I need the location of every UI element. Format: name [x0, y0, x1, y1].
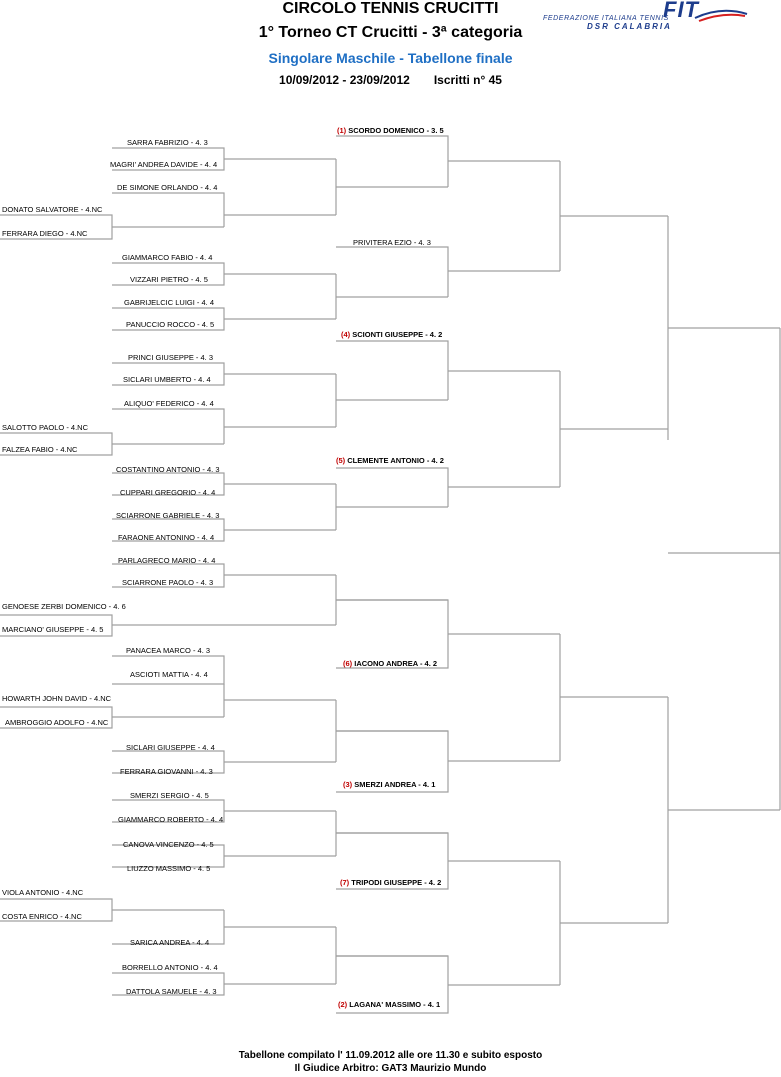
player-label: SCIARRONE PAOLO - 4. 3 [122, 578, 214, 587]
player-label: GABRIJELCIC LUIGI - 4. 4 [124, 298, 215, 307]
footer-compiled: Tabellone compilato l' 11.09.2012 alle o… [238, 1050, 543, 1061]
seed-label-5: (5) CLEMENTE ANTONIO - 4. 2 [336, 456, 444, 465]
player-label: BORRELLO ANTONIO - 4. 4 [122, 963, 218, 972]
player-label: GIAMMARCO FABIO - 4. 4 [122, 253, 213, 262]
tournament-dates: 10/09/2012 - 23/09/2012 [279, 73, 410, 87]
player-label: CUPPARI GREGORIO - 4. 4 [120, 488, 216, 497]
player-label: SARRA FABRIZIO - 4. 3 [127, 138, 208, 147]
player-label: SARICA ANDREA - 4. 4 [130, 938, 210, 947]
seed-label-2: (2) LAGANA' MASSIMO - 4. 1 [338, 1000, 441, 1009]
dates-line: 10/09/2012 - 23/09/2012 Iscritti n° 45 [0, 73, 781, 87]
club-title: CIRCOLO TENNIS CRUCITTI [282, 0, 499, 17]
tournament-title: 1° Torneo CT Crucitti - 3ª categoria [258, 24, 523, 41]
player-label: FARAONE ANTONINO - 4. 4 [118, 533, 215, 542]
player-label: AMBROGGIO ADOLFO - 4.NC [5, 718, 109, 727]
player-label: SICLARI GIUSEPPE - 4. 4 [126, 743, 215, 752]
player-label: DE SIMONE ORLANDO - 4. 4 [117, 183, 218, 192]
player-label: SCIARRONE GABRIELE - 4. 3 [116, 511, 220, 520]
player-label: GENOESE ZERBI DOMENICO - 4. 6 [2, 602, 126, 611]
player-label: DONATO SALVATORE - 4.NC [2, 205, 103, 214]
player-label: SICLARI UMBERTO - 4. 4 [123, 375, 211, 384]
draw-subtitle: Singolare Maschile - Tabellone finale [268, 50, 513, 66]
player-label: GIAMMARCO ROBERTO - 4. 4 [118, 815, 224, 824]
player-label: ASCIOTI MATTIA - 4. 4 [130, 670, 208, 679]
player-label: SMERZI SERGIO - 4. 5 [130, 791, 209, 800]
seed-label-7: (7) TRIPODI GIUSEPPE - 4. 2 [340, 878, 442, 887]
player-label: FERRARA GIOVANNI - 4. 3 [120, 767, 213, 776]
player-label: FALZEA FABIO - 4.NC [2, 445, 78, 454]
seed-label-1: (1) SCORDO DOMENICO - 3. 5 [337, 126, 444, 135]
player-label: COSTANTINO ANTONIO - 4. 3 [116, 465, 220, 474]
seed-label-3: (3) SMERZI ANDREA - 4. 1 [343, 780, 436, 789]
player-label: SALOTTO PAOLO - 4.NC [2, 423, 88, 432]
player-label: COSTA ENRICO - 4.NC [2, 912, 82, 921]
player-label: MARCIANO' GIUSEPPE - 4. 5 [2, 625, 104, 634]
player-label: PRIVITERA EZIO - 4. 3 [353, 238, 431, 247]
player-label: FERRARA DIEGO - 4.NC [2, 229, 88, 238]
player-label: PRINCI GIUSEPPE - 4. 3 [128, 353, 214, 362]
swoosh-icon [694, 9, 748, 22]
player-label: CANOVA VINCENZO - 4. 5 [123, 840, 214, 849]
player-label: PANUCCIO ROCCO - 4. 5 [126, 320, 215, 329]
footer-referee: Il Giudice Arbitro: GAT3 Maurizio Mundo [294, 1063, 487, 1074]
player-label: PANACEA MARCO - 4. 3 [126, 646, 211, 655]
seed-label-6: (6) IACONO ANDREA - 4. 2 [343, 659, 438, 668]
region-name: DSR CALABRIA [587, 22, 672, 31]
player-label: ALIQUO' FEDERICO - 4. 4 [124, 399, 214, 408]
player-label: VIZZARI PIETRO - 4. 5 [130, 275, 208, 284]
player-label: PARLAGRECO MARIO - 4. 4 [118, 556, 216, 565]
player-label: HOWARTH JOHN DAVID - 4.NC [2, 694, 112, 703]
seed-label-4: (4) SCIONTI GIUSEPPE - 4. 2 [341, 330, 443, 339]
entries-count: Iscritti n° 45 [433, 73, 502, 87]
fit-logo-text: FIT [663, 0, 699, 22]
federation-name: FEDERAZIONE ITALIANA TENNIS [543, 15, 669, 22]
player-label: VIOLA ANTONIO - 4.NC [2, 888, 84, 897]
fit-logo: FIT FEDERAZIONE ITALIANA TENNIS DSR CALA… [543, 0, 753, 34]
player-label: MAGRI' ANDREA DAVIDE - 4. 4 [110, 160, 218, 169]
player-label: LIUZZO MASSIMO - 4. 5 [127, 864, 211, 873]
player-label: DATTOLA SAMUELE - 4. 3 [126, 987, 217, 996]
